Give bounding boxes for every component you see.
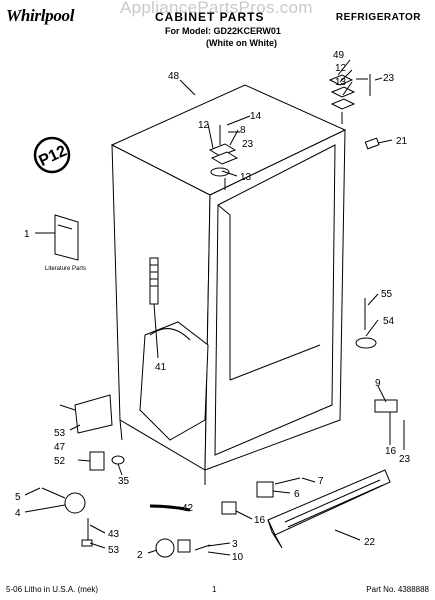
literature-label: Literature Parts: [45, 266, 86, 272]
callout-16: 16: [254, 515, 266, 526]
callout-7: 7: [318, 476, 324, 487]
page-title: CABINET PARTS: [155, 10, 265, 24]
callout-47: 47: [54, 442, 66, 453]
model-line: For Model: GD22KCERW01: [165, 26, 281, 36]
callout-9: 9: [375, 378, 381, 389]
callout-6: 6: [294, 489, 300, 500]
callout-5: 5: [15, 492, 21, 503]
variant-line: (White on White): [206, 38, 277, 48]
callout-53: 53: [108, 545, 120, 556]
callout-23: 23: [383, 73, 395, 84]
upper-right-hinge: [328, 74, 371, 124]
callout-42: 42: [182, 503, 194, 514]
callout-13: 13: [240, 172, 252, 183]
callout-21: 21: [396, 136, 408, 147]
callout-4: 4: [15, 508, 21, 519]
callout-48: 48: [168, 71, 180, 82]
callout-41: 41: [155, 362, 167, 373]
callout-35: 35: [118, 476, 130, 487]
callout-14: 14: [250, 111, 262, 122]
callout-43: 43: [108, 529, 120, 540]
callout-12: 12: [198, 120, 210, 131]
callout-3: 3: [232, 539, 238, 550]
callout-23: 23: [242, 139, 254, 150]
callout-53: 53: [54, 428, 66, 439]
callout-54: 54: [383, 316, 395, 327]
callout-55: 55: [381, 289, 393, 300]
toe-grille: [267, 469, 391, 549]
cabinet-shell: [110, 84, 347, 485]
brand-logo: Whirlpool: [6, 6, 75, 25]
callout-1: 1: [24, 229, 30, 240]
callout-16: 16: [385, 446, 397, 457]
callout-22: 22: [364, 537, 376, 548]
footer-page-number: 1: [212, 585, 217, 594]
callout-10: 10: [232, 552, 244, 563]
literature-book: [54, 214, 79, 261]
top-hinge-assembly: [208, 125, 240, 190]
callout-23: 23: [399, 454, 411, 465]
watermark: AppliancePartsPros.com: [120, 0, 313, 17]
callout-49: 49: [333, 50, 345, 61]
callout-8: 8: [240, 125, 246, 136]
product-label: REFRIGERATOR: [335, 12, 421, 23]
p12-badge-icon: [33, 136, 71, 174]
callout-2: 2: [137, 550, 143, 561]
callout-52: 52: [54, 456, 66, 467]
footer-litho: 5-06 Litho in U.S.A. (mek): [6, 585, 99, 594]
callout-12: 12: [335, 63, 347, 74]
footer-part-number: Part No. 4388888: [366, 585, 429, 594]
callout-13: 13: [335, 77, 347, 88]
